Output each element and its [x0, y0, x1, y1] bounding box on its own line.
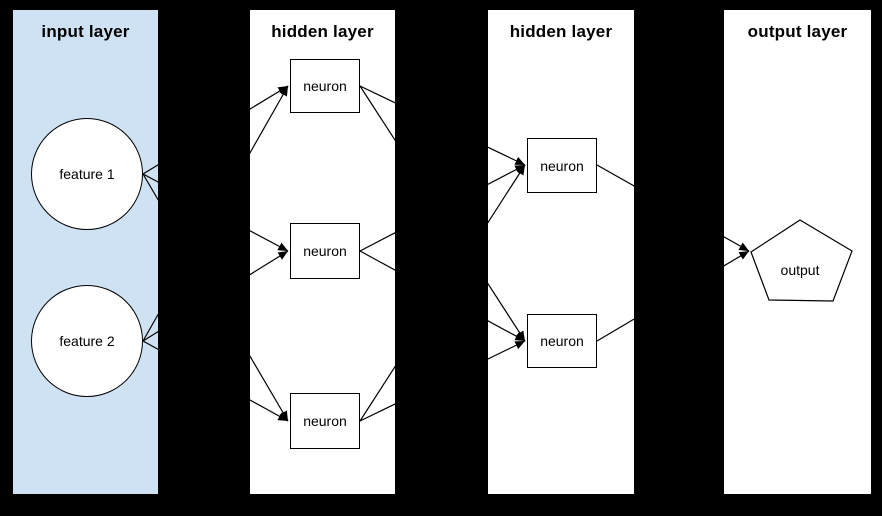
- hidden1-neuron-1: neuron: [290, 59, 360, 113]
- output-node-label: output: [780, 262, 820, 278]
- hidden-layer-2-title: hidden layer: [509, 22, 613, 41]
- input-node-feature-1: feature 1: [31, 118, 143, 230]
- hidden2-neuron-1: neuron: [527, 138, 597, 193]
- panel-input-layer: input layer: [13, 10, 158, 494]
- hidden1-neuron-2: neuron: [290, 223, 360, 279]
- feature-1-label: feature 1: [59, 166, 115, 182]
- hidden-layer-1-title: hidden layer: [271, 22, 374, 41]
- hidden2-neuron-2: neuron: [527, 314, 597, 368]
- input-layer-title: input layer: [41, 22, 130, 41]
- output-layer-title: output layer: [747, 22, 848, 41]
- hidden1-neuron-1-label: neuron: [303, 78, 347, 94]
- input-node-feature-2: feature 2: [31, 285, 143, 397]
- panel-output-layer: output layer: [724, 10, 871, 494]
- hidden1-neuron-3-label: neuron: [303, 413, 347, 429]
- hidden2-neuron-1-label: neuron: [540, 157, 584, 174]
- hidden1-neuron-2-label: neuron: [303, 243, 347, 259]
- feature-2-label: feature 2: [59, 333, 115, 349]
- hidden2-neuron-2-label: neuron: [540, 333, 584, 349]
- hidden1-neuron-3: neuron: [290, 393, 360, 449]
- panel-hidden-layer-2: hidden layer: [488, 10, 634, 494]
